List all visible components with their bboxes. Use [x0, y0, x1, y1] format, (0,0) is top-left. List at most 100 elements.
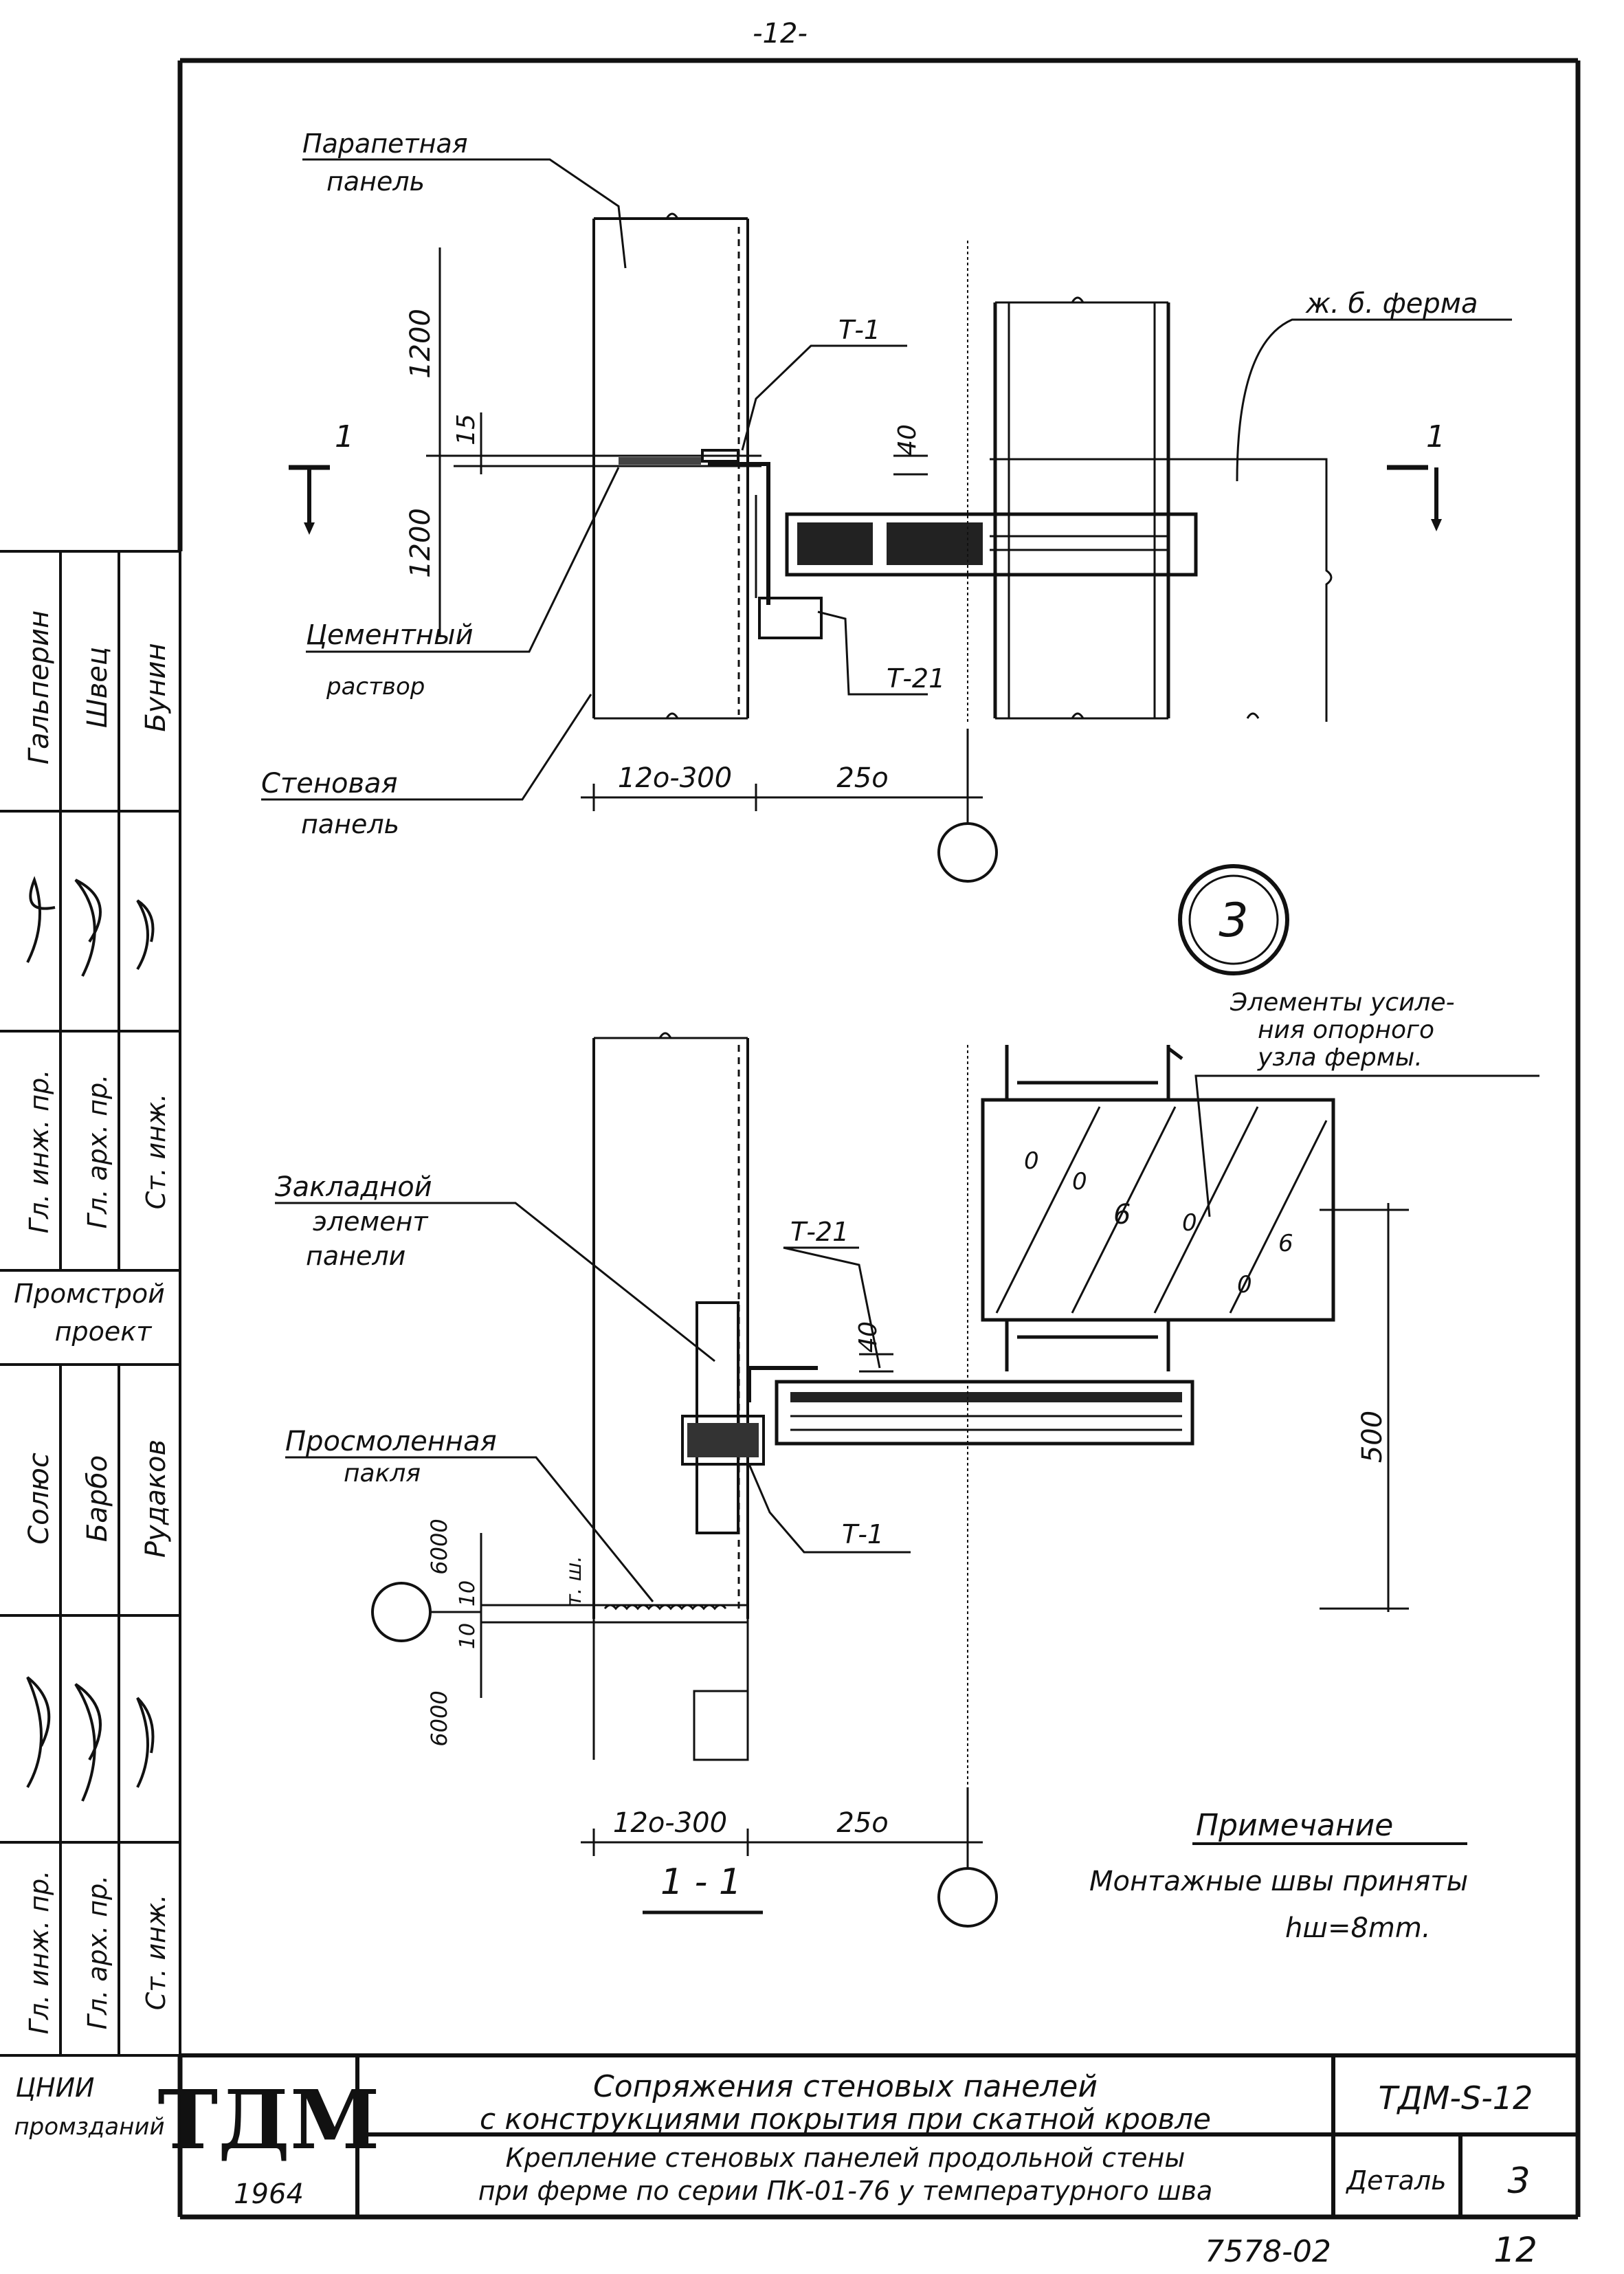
truss-beam-upper [785, 512, 1198, 577]
section-mark-label-left: 1 [335, 419, 354, 454]
svg-text:Стеновая: Стеновая [261, 768, 398, 799]
detail-value: 3 [1507, 2161, 1530, 2202]
svg-text:промзданий: промзданий [14, 2113, 164, 2141]
dim-plate-lower: 40 [854, 1321, 893, 1373]
svg-text:6: 6 [1278, 1230, 1293, 1257]
dim-plate-upper: 40 [893, 424, 928, 476]
svg-text:1 - 1: 1 - 1 [660, 1862, 742, 1903]
svg-text:Гальперин: Гальперин [23, 610, 55, 764]
svg-text:Просмоленная: Просмоленная [285, 1426, 497, 1457]
truss-column-upper [990, 296, 1333, 722]
svg-text:Парапетная: Парапетная [302, 129, 468, 159]
label-wall-panel: Стеновая панель [261, 694, 592, 839]
title-line-2: с конструкциями покрытия при скатной кро… [480, 2102, 1211, 2136]
svg-text:6000: 6000 [426, 1519, 452, 1574]
title-year: 1964 [234, 2178, 304, 2210]
svg-text:Промстрой: Промстрой [14, 1279, 165, 1309]
svg-text:Элементы усиле-: Элементы усиле- [1230, 989, 1455, 1017]
svg-text:12о-300: 12о-300 [613, 1807, 727, 1839]
dims-horizontal-upper: 12о-300 25о [581, 762, 983, 811]
page-number: -12- [753, 18, 808, 49]
bracket-upper [701, 449, 823, 639]
embedded-element [681, 1301, 818, 1534]
svg-text:Т-1: Т-1 [842, 1519, 884, 1549]
dims-horizontal-lower: 12о-300 25о [581, 1807, 983, 1856]
dim-axis-offset-upper: 25о [836, 762, 888, 794]
dim-1200-bottom: 1200 [405, 508, 436, 578]
dims-joint: 6000 6000 10 10 [426, 1519, 482, 1747]
title-block: ТДМ 1964 Сопряжения стеновых панелей с к… [157, 2053, 1578, 2217]
dim-1200-top: 1200 [405, 309, 436, 379]
svg-text:ния опорного: ния опорного [1258, 1016, 1434, 1044]
label-tarred-tow: Просмоленная пакля [285, 1426, 654, 1602]
svg-text:Швец: Швец [82, 647, 113, 728]
svg-text:Т-21: Т-21 [887, 663, 945, 694]
detail-number-circle: 3 [1178, 864, 1289, 975]
note-line-1: Монтажные швы приняты [1089, 1866, 1468, 1897]
lower-detail: 0 0 6 0 0 6 500 [275, 989, 1539, 1928]
svg-text:25о: 25о [836, 1807, 888, 1839]
section-mark-label-right: 1 [1426, 419, 1445, 454]
section-marker-left: 1 [289, 419, 354, 535]
label-t1-lower: Т-1 [748, 1464, 911, 1554]
label-truss: ж. б. ферма [1236, 288, 1512, 482]
note-title: Примечание [1196, 1808, 1393, 1843]
svg-text:Ст. инж.: Ст. инж. [141, 1094, 171, 1210]
label-parapet-panel: Парапетная панель [302, 129, 627, 269]
svg-text:Гл. арх. пр.: Гл. арх. пр. [82, 1074, 113, 1229]
svg-text:раствор: раствор [326, 673, 425, 700]
svg-text:Ст. инж.: Ст. инж. [141, 1895, 171, 2011]
label-t21-upper: Т-21 [817, 610, 945, 696]
dim-panel-width-upper: 12о-300 [618, 762, 732, 794]
svg-text:ж. б. ферма: ж. б. ферма [1305, 288, 1478, 320]
svg-text:Цементный: Цементный [306, 619, 474, 651]
svg-text:6000: 6000 [426, 1690, 452, 1746]
footer-sheet-code: 7578-02 [1205, 2234, 1331, 2269]
svg-text:элемент: элемент [313, 1206, 429, 1237]
detail-number: 3 [1219, 894, 1248, 948]
svg-text:панель: панель [301, 809, 399, 839]
truss-concrete-block: 0 0 6 0 0 6 [775, 1045, 1335, 1446]
wall-panel-lower [481, 1032, 749, 1761]
note-line-2: hш=8mm. [1285, 1912, 1431, 1944]
svg-text:Гл. арх. пр.: Гл. арх. пр. [82, 1875, 113, 2030]
svg-text:ЦНИИ: ЦНИИ [16, 2073, 95, 2103]
title-line-1: Сопряжения стеновых панелей [593, 2069, 1098, 2104]
svg-text:пакля: пакля [344, 1459, 421, 1488]
label-tsh: т. ш. [562, 1556, 586, 1607]
svg-text:40: 40 [854, 1321, 882, 1353]
subtitle-line-2: при ферме по серии ПК-01-76 у температур… [478, 2176, 1213, 2206]
label-embedded-element: Закладной элемент панели [275, 1171, 715, 1362]
svg-text:Закладной: Закладной [275, 1171, 432, 1203]
label-t21-lower: Т-21 [783, 1217, 881, 1369]
axis-bubble-upper [937, 822, 998, 883]
svg-text:Рудаков: Рудаков [140, 1439, 172, 1558]
label-cement-mortar: Цементный раствор [306, 467, 620, 700]
svg-text:0: 0 [1237, 1271, 1252, 1299]
svg-text:0: 0 [1072, 1168, 1087, 1195]
svg-text:проект: проект [55, 1316, 153, 1347]
svg-text:Солюс: Солюс [23, 1453, 55, 1545]
svg-text:0: 0 [1182, 1209, 1197, 1237]
svg-text:узла фермы.: узла фермы. [1257, 1044, 1423, 1072]
svg-text:0: 0 [1024, 1147, 1039, 1175]
upper-detail: 1 1 1200 1200 15 40 12о-300 [261, 129, 1512, 883]
axis-bubble-lower [937, 1867, 998, 1928]
label-t1-upper: Т-1 [741, 315, 907, 451]
svg-text:10: 10 [456, 1580, 480, 1607]
svg-text:10: 10 [456, 1623, 480, 1649]
dims-vertical-upper: 1200 1200 15 [405, 247, 482, 636]
svg-text:6: 6 [1113, 1199, 1131, 1230]
svg-text:Барбо: Барбо [82, 1455, 113, 1542]
dim-500: 500 [1320, 1203, 1409, 1612]
axis-bubble-joint [371, 1582, 432, 1642]
svg-text:500: 500 [1357, 1411, 1388, 1463]
svg-text:Бунин: Бунин [140, 643, 172, 731]
svg-text:Гл. инж. пр.: Гл. инж. пр. [24, 1870, 54, 2035]
label-truss-elements: Элементы усиле- ния опорного узла фермы. [1194, 989, 1539, 1217]
section-title: 1 - 1 [643, 1862, 763, 1914]
svg-text:Т-1: Т-1 [838, 315, 880, 345]
dim-40-upper: 40 [893, 424, 922, 456]
svg-text:панель: панель [326, 166, 425, 197]
